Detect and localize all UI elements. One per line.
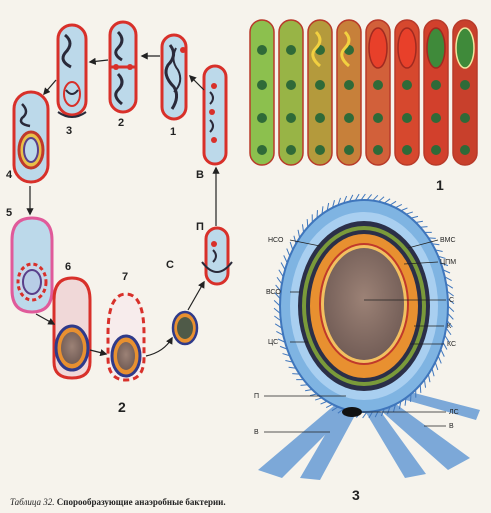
cycle-stage-1-cell [160,33,188,121]
stained-cell-3 [307,19,333,166]
spore-leader-lines [264,239,446,433]
stained-cell-8 [452,19,478,166]
cycle-stage-6-cell [52,276,92,380]
stage-label-5: 5 [6,207,12,219]
label-vso: ВСО [266,289,281,296]
stage-label-7: 7 [122,271,128,283]
label-ks: КС [447,341,456,348]
label-vms: ВМС [440,237,456,244]
cycle-stage-5-cell [10,216,54,314]
stained-cell-4 [336,19,362,166]
label-p: П [254,393,259,400]
stained-cells-panel [249,19,478,166]
transition-label-p: П [196,221,204,233]
vegetative-cell [202,64,228,166]
stage-label-2: 2 [118,117,124,129]
cycle-arrows [26,52,220,357]
label-ts: ЦС [268,339,278,346]
label-nso: НСО [268,237,284,244]
label-k: К [447,323,452,330]
germinating-cell [201,226,233,286]
transition-label-s: С [166,259,174,271]
stage-label-1: 1 [170,126,176,138]
label-tspm: ЦПМ [440,259,456,266]
stained-cell-6 [394,19,420,166]
figure-caption: Таблица 32. Спорообразующие анаэробные б… [10,497,226,507]
label-ls: ЛС [449,409,459,416]
stage-label-3: 3 [66,125,72,137]
stained-cell-1 [249,19,275,166]
label-s: С [449,297,454,304]
stained-cell-5 [365,19,391,166]
panel-number-3: 3 [352,487,360,503]
spore-core [324,248,404,360]
cycle-stage-4-cell [12,90,50,184]
stained-cell-7 [423,19,449,166]
spore-structure-panel: НСО ВМС ЦПМ ВСО С К ЦС КС П ЛС В В 3 [254,193,480,503]
life-cycle-panel: 1 2 3 4 5 6 7 В П С 2 [6,20,233,415]
lamellar-structure [342,407,362,417]
cycle-stage-3-cell [56,23,88,118]
transition-label-v: В [196,169,204,181]
label-v-left: В [254,429,259,436]
exosporium-fringe [273,193,455,419]
cycle-stage-7-cell [106,292,146,382]
cycle-stage-2-cell [108,20,138,114]
caption-prefix: Таблица 32. [10,497,55,507]
label-v-right: В [449,423,454,430]
free-spore [171,310,199,346]
caption-title: Спорообразующие анаэробные бактерии. [56,497,226,507]
panel-number-2: 2 [118,399,126,415]
panel-number-1: 1 [436,177,444,193]
stained-cell-2 [278,19,304,166]
stage-label-6: 6 [65,261,71,273]
stage-label-4: 4 [6,169,13,181]
